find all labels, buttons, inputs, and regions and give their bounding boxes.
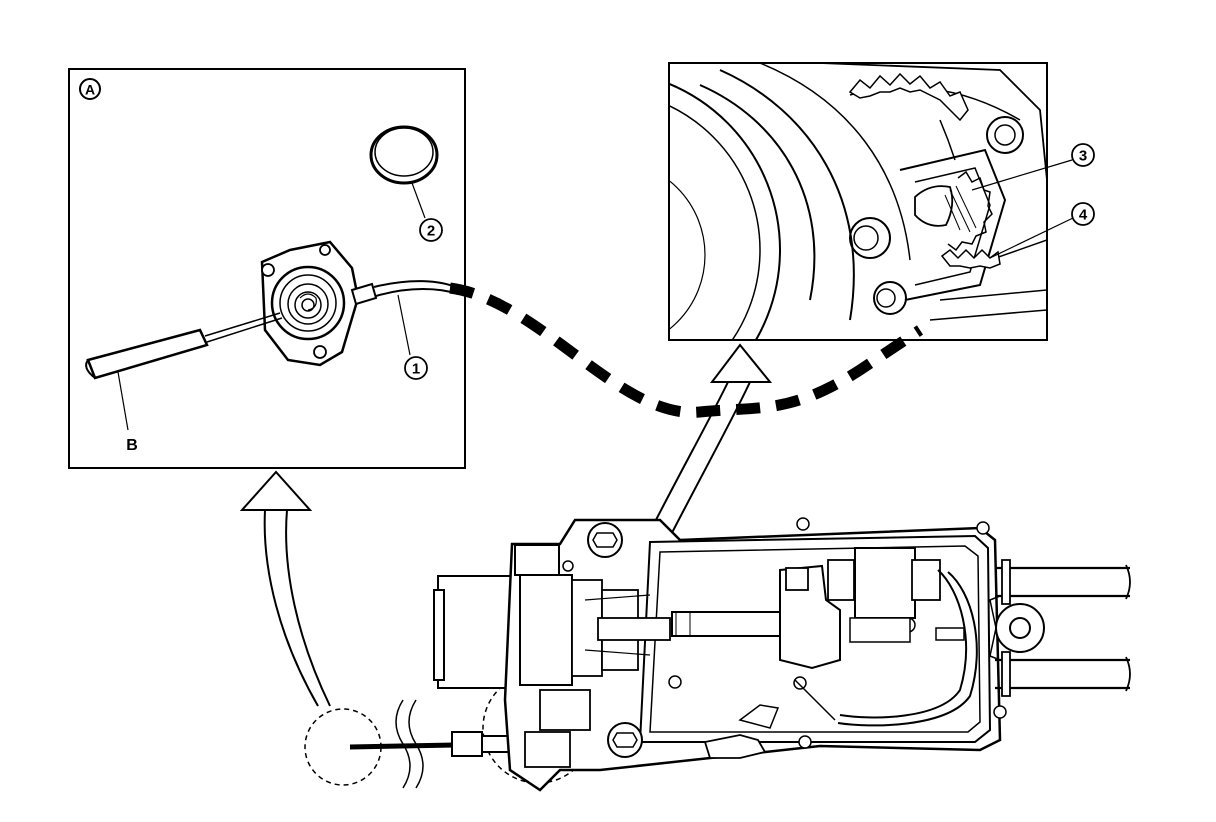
inset-detail-frame bbox=[668, 62, 1048, 341]
arrowhead-a bbox=[239, 470, 313, 511]
callout-2: 2 bbox=[419, 218, 443, 242]
cable-b bbox=[85, 312, 283, 431]
callout-3: 3 bbox=[1071, 143, 1095, 167]
callout-1: 1 bbox=[404, 356, 428, 380]
o-ring bbox=[369, 125, 439, 219]
callout-2-label: 2 bbox=[427, 223, 435, 240]
callout-1-leader bbox=[397, 294, 411, 356]
callout-4-label: 4 bbox=[1079, 207, 1088, 224]
speed-sensor bbox=[260, 240, 459, 367]
callout-1-label: 1 bbox=[412, 361, 420, 378]
callout-3-label: 3 bbox=[1079, 148, 1087, 165]
housing-drawing bbox=[669, 63, 1047, 340]
transmission-unit bbox=[433, 517, 1131, 792]
arrow-to-inset-a bbox=[239, 470, 331, 707]
dashed-connector bbox=[449, 282, 924, 418]
inset-a-badge: A bbox=[79, 78, 101, 100]
cable-b-label: B bbox=[126, 437, 138, 454]
inset-detail: 3 4 bbox=[668, 62, 1095, 341]
callout-4-leader bbox=[989, 217, 1074, 259]
callout-3-leader bbox=[971, 159, 1073, 191]
inset-a: A 2 bbox=[68, 68, 466, 469]
arrowhead-detail bbox=[709, 343, 773, 383]
callout-4: 4 bbox=[1071, 202, 1095, 226]
inset-a-letter: A bbox=[85, 82, 95, 98]
